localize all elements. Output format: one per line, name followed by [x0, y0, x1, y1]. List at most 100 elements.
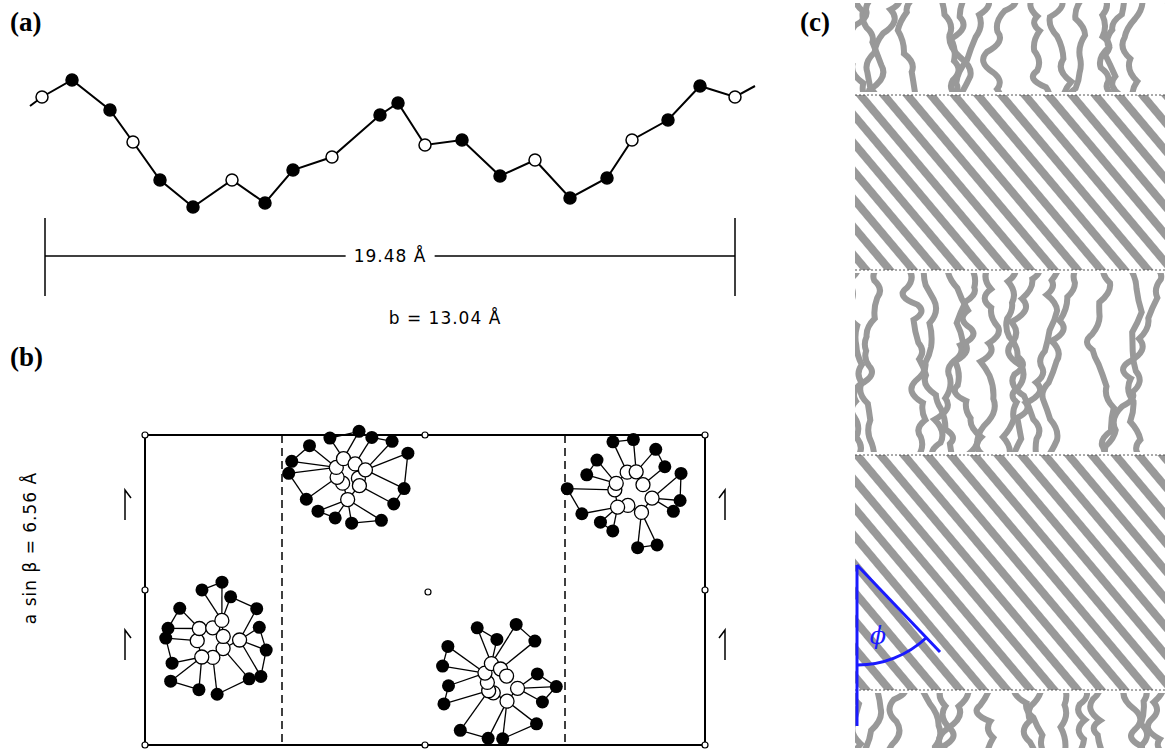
amorphous-chain	[1164, 3, 1165, 92]
carbon-atom	[300, 493, 313, 506]
symmetry-center	[425, 589, 431, 595]
carbon-atom	[211, 688, 224, 701]
oxygen-atom	[500, 669, 514, 683]
carbon-atom	[287, 164, 299, 176]
angle-label: ϕ	[870, 623, 886, 649]
oxygen-atom	[529, 154, 541, 166]
amorphous-chain	[977, 693, 994, 748]
carbon-atom	[387, 498, 400, 511]
oxygen-atom	[216, 629, 230, 643]
carbon-atom	[259, 197, 271, 209]
symmetry-center	[702, 432, 708, 438]
carbon-atom	[482, 732, 495, 745]
carbon-atom	[104, 104, 116, 116]
oxygen-atom	[352, 479, 366, 493]
carbon-atom	[323, 432, 336, 445]
carbon-atom	[260, 644, 273, 657]
screw-axis	[719, 630, 725, 660]
symmetry-center	[422, 432, 428, 438]
band-boundary	[855, 690, 1165, 691]
carbon-atom	[311, 505, 324, 518]
carbon-atom	[601, 172, 613, 184]
screw-axis	[125, 630, 131, 660]
symmetry-center	[702, 587, 708, 593]
dimension-label: 19.48 Å	[346, 247, 435, 266]
crystalline-band	[855, 95, 1165, 270]
amorphous-chain	[939, 693, 969, 748]
carbon-atom	[580, 468, 593, 481]
oxygen-atom	[326, 151, 338, 163]
carbon-atom	[456, 134, 468, 146]
carbon-atom	[436, 660, 449, 673]
oxygen-atom	[609, 476, 623, 490]
dimension-line	[45, 218, 735, 296]
amorphous-chain	[855, 273, 881, 452]
symmetry-center	[142, 587, 148, 593]
symmetry-center	[142, 432, 148, 438]
carbon-atom	[365, 431, 378, 444]
carbon-atom	[254, 670, 267, 683]
symmetry-center	[702, 742, 708, 748]
chain-bond	[30, 80, 755, 207]
panel-label: (a)	[10, 8, 41, 38]
carbon-atom	[162, 622, 175, 635]
amorphous-chain	[1148, 693, 1165, 748]
carbon-atom	[631, 541, 644, 554]
carbon-atom	[243, 672, 256, 685]
oxygen-atom	[215, 613, 229, 627]
amorphous-chain	[863, 693, 881, 748]
oxygen-atom	[195, 650, 209, 664]
carbon-atom	[590, 454, 603, 467]
carbon-atom	[392, 97, 404, 109]
carbon-atom	[550, 680, 563, 693]
oxygen-atom	[626, 134, 638, 146]
carbon-atom	[510, 618, 523, 631]
band-boundary	[855, 95, 1165, 96]
amorphous-chain	[1024, 693, 1042, 748]
carbon-atom	[250, 602, 263, 615]
carbon-atom	[575, 507, 588, 520]
dimension-label: b = 13.04 Å	[381, 309, 510, 328]
carbon-atom	[398, 482, 411, 495]
amorphous-chain	[911, 273, 936, 452]
cell-outline	[145, 435, 705, 745]
carbon-atom	[531, 667, 544, 680]
oxygen-atom	[500, 694, 514, 708]
carbon-atom	[606, 524, 619, 537]
carbon-atom	[353, 425, 366, 438]
carbon-atom	[675, 467, 688, 480]
carbon-atom	[66, 74, 78, 86]
glide-plane	[564, 435, 566, 745]
carbon-atom	[375, 514, 388, 527]
carbon-atom	[173, 602, 186, 615]
carbon-atom	[667, 505, 680, 518]
band-boundary	[855, 455, 1165, 456]
carbon-atom	[651, 538, 664, 551]
carbon-atom	[471, 621, 484, 634]
amorphous-chain	[1042, 273, 1078, 452]
screw-axis	[719, 490, 725, 520]
carbon-atom	[606, 435, 619, 448]
carbon-atom	[224, 590, 237, 603]
angle-marker	[857, 565, 940, 726]
glide-plane	[281, 435, 283, 745]
amorphous-chain	[1140, 693, 1147, 748]
oxygen-atom	[192, 622, 206, 636]
amorphous-chain	[1030, 3, 1049, 92]
carbon-atom	[215, 576, 228, 589]
amorphous-chain	[866, 3, 899, 92]
symmetry-center	[422, 742, 428, 748]
carbon-atom	[401, 447, 414, 460]
carbon-atom	[594, 516, 607, 529]
amorphous-chain	[946, 3, 989, 92]
carbon-atom	[166, 657, 179, 670]
amorphous-chain	[983, 3, 1015, 92]
oxygen-atom	[341, 493, 355, 507]
carbon-atom	[649, 443, 662, 456]
amorphous-chain	[855, 3, 875, 92]
amorphous-chain	[888, 693, 905, 748]
carbon-atom	[329, 511, 342, 524]
carbon-atom	[494, 170, 506, 182]
carbon-atom	[662, 114, 674, 126]
panel-label: (b)	[10, 343, 43, 373]
